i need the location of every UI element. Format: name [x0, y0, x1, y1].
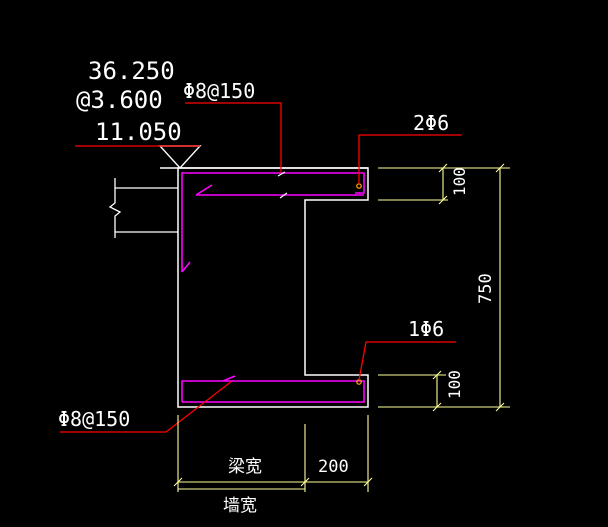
dim-beam-width-text: 梁宽 — [228, 457, 262, 477]
dim-projection-text: 200 — [318, 457, 349, 477]
rebar-top-stirrup-label: Φ8@150 — [183, 79, 255, 103]
dim-top-flange-text: 100 — [450, 167, 469, 196]
tick-top-stirrup-2 — [279, 192, 288, 199]
leader-bottom-bar — [358, 341, 456, 381]
rebar-dot-top — [356, 183, 362, 189]
break-symbol — [108, 178, 178, 238]
dim-wall-width-text: 墙宽 — [223, 496, 257, 516]
elev-top-label: 36.250 — [88, 57, 175, 85]
leader-top-bar — [358, 134, 462, 184]
elev-spacing-label: @3.600 — [76, 86, 163, 114]
rebar-bottom-bar-label: 1Φ6 — [408, 317, 444, 341]
tick-top-stirrup — [277, 171, 286, 177]
leader-top-stirrup — [185, 102, 282, 173]
rebar-bottom-stirrup-label: Φ8@150 — [58, 407, 130, 431]
rebar-bottom — [181, 375, 365, 403]
dim-vertical — [378, 163, 510, 412]
dim-total-height-text: 750 — [476, 273, 496, 304]
rebar-top — [181, 172, 365, 273]
elev-bottom-label: 11.050 — [95, 118, 182, 146]
elevation-marker — [75, 145, 202, 170]
section-outline — [177, 167, 369, 408]
dim-bottom-flange-text: 100 — [445, 370, 464, 399]
leader-bottom-stirrup — [60, 380, 233, 433]
rebar-top-bar-label: 2Φ6 — [413, 111, 449, 135]
dim-horizontal — [173, 415, 373, 492]
